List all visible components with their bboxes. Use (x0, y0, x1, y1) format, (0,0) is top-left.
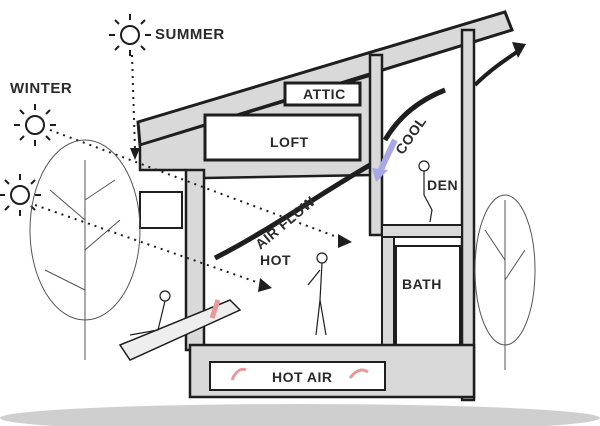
hot-air-arrow-right (348, 368, 369, 379)
exhaust-arrowhead (512, 42, 526, 58)
winter-sun-icon (14, 104, 56, 146)
label-loft: LOFT (270, 134, 309, 150)
person-den (418, 160, 433, 223)
label-den: DEN (427, 177, 459, 193)
label-hot: HOT (260, 252, 292, 268)
window-box (139, 191, 183, 229)
den-floor (381, 224, 463, 238)
deck (118, 299, 242, 361)
person-deck (129, 290, 171, 336)
person-standing (307, 252, 328, 336)
hot-air-arrow-left (230, 367, 247, 381)
attic-box (283, 81, 362, 107)
air-flow-swoosh (213, 162, 372, 261)
bath-room (395, 245, 461, 347)
hot-air-duct (209, 361, 386, 391)
ray-arrowhead (258, 278, 272, 292)
sun-rays (34, 54, 346, 286)
loft-box (203, 113, 362, 162)
right-tower-wall (368, 53, 384, 237)
ground-shadow (0, 404, 600, 426)
label-attic: ATTIC (303, 86, 346, 102)
cool-arrowhead (372, 168, 388, 182)
label-hot-air: HOT AIR (272, 369, 333, 385)
label-bath: BATH (402, 276, 442, 292)
hot-arrow (209, 299, 221, 319)
right-tree (474, 194, 536, 370)
upper-swoosh (382, 87, 446, 142)
bath-wall (381, 236, 395, 348)
label-summer: SUMMER (155, 26, 225, 43)
ray-arrowhead (130, 148, 140, 160)
roof (136, 10, 514, 147)
low-sun-icon (0, 174, 41, 216)
right-exterior-wall (460, 28, 476, 402)
summer-sun-icon (109, 14, 151, 56)
cool-arrow (377, 138, 398, 174)
ray-arrowhead (338, 234, 352, 248)
label-winter: WINTER (10, 80, 73, 97)
left-tree (29, 139, 141, 360)
exhaust-arrow (473, 48, 522, 87)
